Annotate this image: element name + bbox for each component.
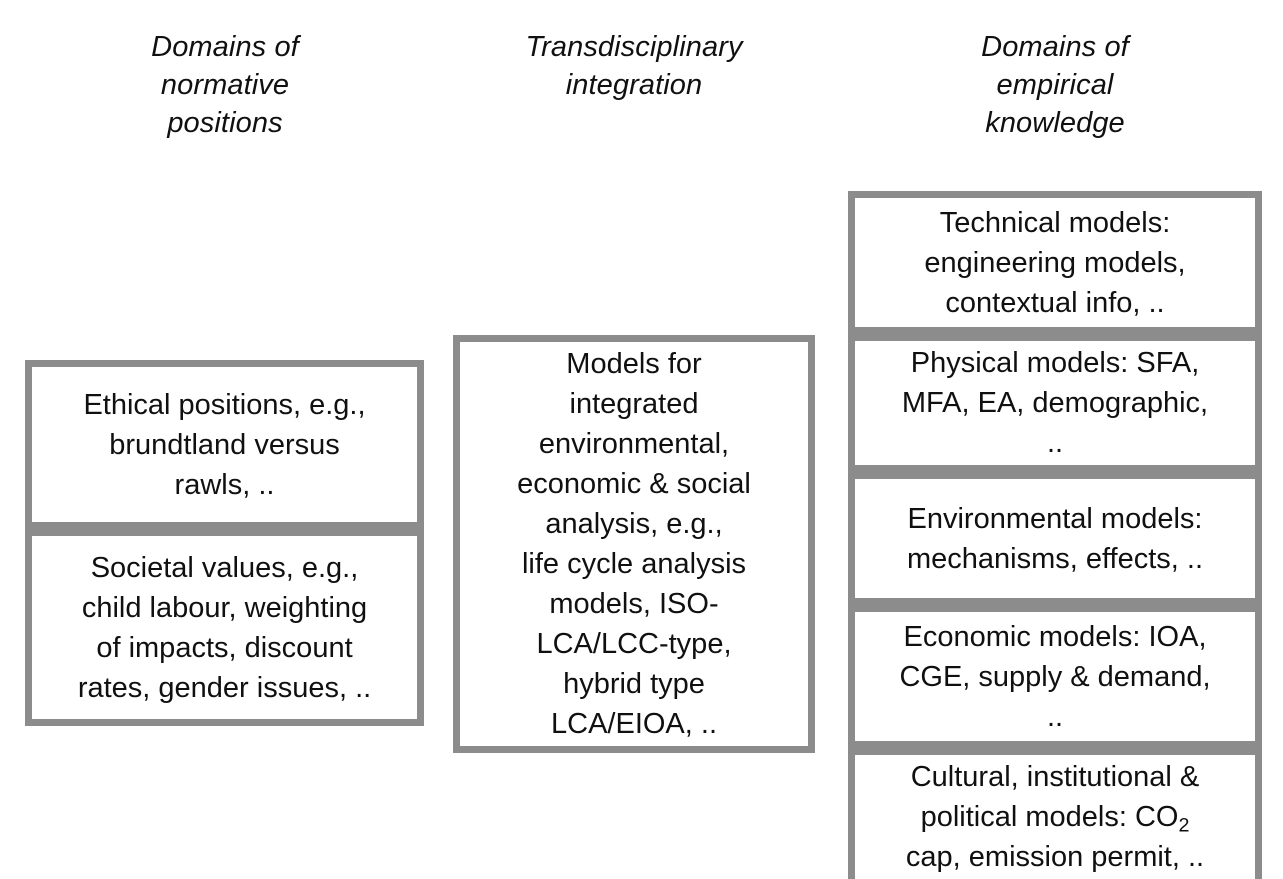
box-line: .. bbox=[1046, 700, 1064, 733]
box-line: Physical models: SFA, bbox=[910, 347, 1200, 379]
box-text: Ethical positions, e.g., brundtland vers… bbox=[32, 385, 417, 505]
box-text: Environmental models: mechanisms, effect… bbox=[855, 499, 1255, 579]
box-line: rawls, .. bbox=[174, 468, 275, 501]
column-header-empirical: Domains of empirical knowledge bbox=[848, 28, 1262, 142]
box-line: analysis, e.g., bbox=[545, 508, 723, 540]
box-text: Models for integrated environmental, eco… bbox=[460, 344, 808, 744]
box-line: cap, emission permit, .. bbox=[905, 841, 1205, 873]
box-line: political models: CO2 bbox=[863, 797, 1247, 837]
header-line: integration bbox=[565, 69, 703, 101]
box-economic-models: Economic models: IOA, CGE, supply & dema… bbox=[848, 605, 1262, 748]
box-line: .. bbox=[1046, 427, 1064, 459]
box-text: Technical models: engineering models, co… bbox=[855, 203, 1255, 323]
box-line: integrated bbox=[569, 388, 699, 420]
box-line: LCA/LCC-type, bbox=[536, 628, 732, 660]
box-integration-models: Models for integrated environmental, eco… bbox=[453, 335, 815, 753]
box-line: Models for bbox=[566, 348, 702, 380]
box-line: CGE, supply & demand, bbox=[899, 660, 1211, 693]
box-environmental-models: Environmental models: mechanisms, effect… bbox=[848, 472, 1262, 605]
header-line: Domains of bbox=[151, 31, 299, 63]
box-line: engineering models, bbox=[924, 246, 1186, 279]
box-line: mechanisms, effects, .. bbox=[906, 542, 1204, 575]
box-line: models, ISO- bbox=[549, 588, 719, 620]
box-line: Economic models: IOA, bbox=[903, 620, 1207, 653]
box-technical-models: Technical models: engineering models, co… bbox=[848, 191, 1262, 334]
header-line: empirical bbox=[996, 69, 1114, 101]
header-line: positions bbox=[167, 107, 283, 139]
box-line: LCA/EIOA, .. bbox=[551, 708, 717, 740]
box-line: child labour, weighting bbox=[81, 591, 368, 624]
box-text: Cultural, institutional & political mode… bbox=[855, 757, 1255, 877]
box-line-text: political models: CO bbox=[920, 801, 1179, 833]
header-line: Domains of bbox=[981, 31, 1129, 63]
box-text: Societal values, e.g., child labour, wei… bbox=[32, 548, 417, 708]
header-line: Transdisciplinary bbox=[525, 31, 743, 63]
co2-subscript: 2 bbox=[1178, 814, 1190, 837]
box-text: Economic models: IOA, CGE, supply & dema… bbox=[855, 617, 1255, 737]
box-societal-values: Societal values, e.g., child labour, wei… bbox=[25, 529, 424, 726]
column-header-normative: Domains of normative positions bbox=[25, 28, 425, 142]
box-line: Societal values, e.g., bbox=[90, 551, 359, 584]
box-line: economic & social bbox=[517, 468, 751, 500]
box-text: Physical models: SFA, MFA, EA, demograph… bbox=[855, 343, 1255, 463]
column-header-transdisciplinary: Transdisciplinary integration bbox=[453, 28, 815, 104]
box-cultural-models: Cultural, institutional & political mode… bbox=[848, 748, 1262, 879]
box-line: brundtland versus bbox=[109, 428, 340, 461]
header-line: knowledge bbox=[985, 107, 1125, 139]
box-line: hybrid type bbox=[563, 668, 705, 700]
box-line: rates, gender issues, .. bbox=[77, 671, 372, 704]
box-line: Cultural, institutional & bbox=[910, 761, 1200, 793]
header-line: normative bbox=[160, 69, 290, 101]
box-line: contextual info, .. bbox=[945, 286, 1165, 319]
box-line: MFA, EA, demographic, bbox=[901, 387, 1209, 419]
box-line: environmental, bbox=[538, 428, 730, 460]
box-line: life cycle analysis bbox=[521, 548, 747, 580]
box-line: Technical models: bbox=[939, 206, 1171, 239]
box-ethical-positions: Ethical positions, e.g., brundtland vers… bbox=[25, 360, 424, 529]
box-line: Environmental models: bbox=[907, 502, 1203, 535]
box-physical-models: Physical models: SFA, MFA, EA, demograph… bbox=[848, 334, 1262, 472]
box-line: Ethical positions, e.g., bbox=[83, 388, 366, 421]
box-line: of impacts, discount bbox=[96, 631, 353, 664]
